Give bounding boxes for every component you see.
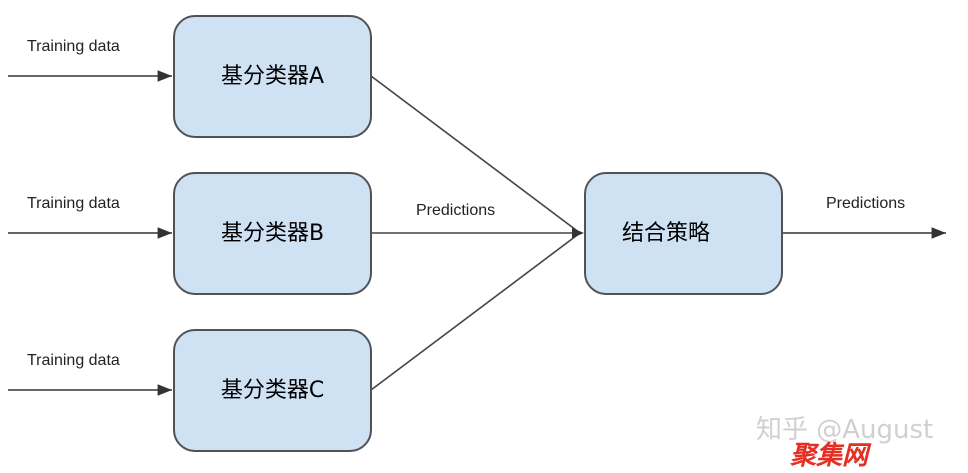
combiner-label: 结合策略: [622, 220, 711, 246]
combiner-box: 结合策略: [584, 172, 783, 295]
connector-c-to-combiner: [370, 232, 581, 391]
classifier-box-b: 基分类器B: [173, 172, 372, 295]
classifier-box-c: 基分类器C: [173, 329, 372, 452]
training-data-label-c: Training data: [27, 352, 120, 369]
classifier-label-c: 基分类器C: [220, 377, 325, 403]
classifier-label-a: 基分类器A: [220, 63, 325, 89]
classifier-box-a: 基分类器A: [173, 15, 372, 138]
predictions-output-label: Predictions: [826, 195, 906, 212]
training-data-label-a: Training data: [27, 38, 120, 55]
connector-a-to-combiner: [370, 75, 581, 234]
classifier-label-b: 基分类器B: [220, 220, 325, 246]
watermark-text: 知乎 @August: [756, 415, 934, 445]
watermark-stamp: 聚集网: [790, 441, 869, 471]
training-data-label-b: Training data: [27, 195, 120, 212]
merge-arrowhead: [572, 228, 584, 238]
predictions-edge-label: Predictions: [416, 202, 496, 219]
